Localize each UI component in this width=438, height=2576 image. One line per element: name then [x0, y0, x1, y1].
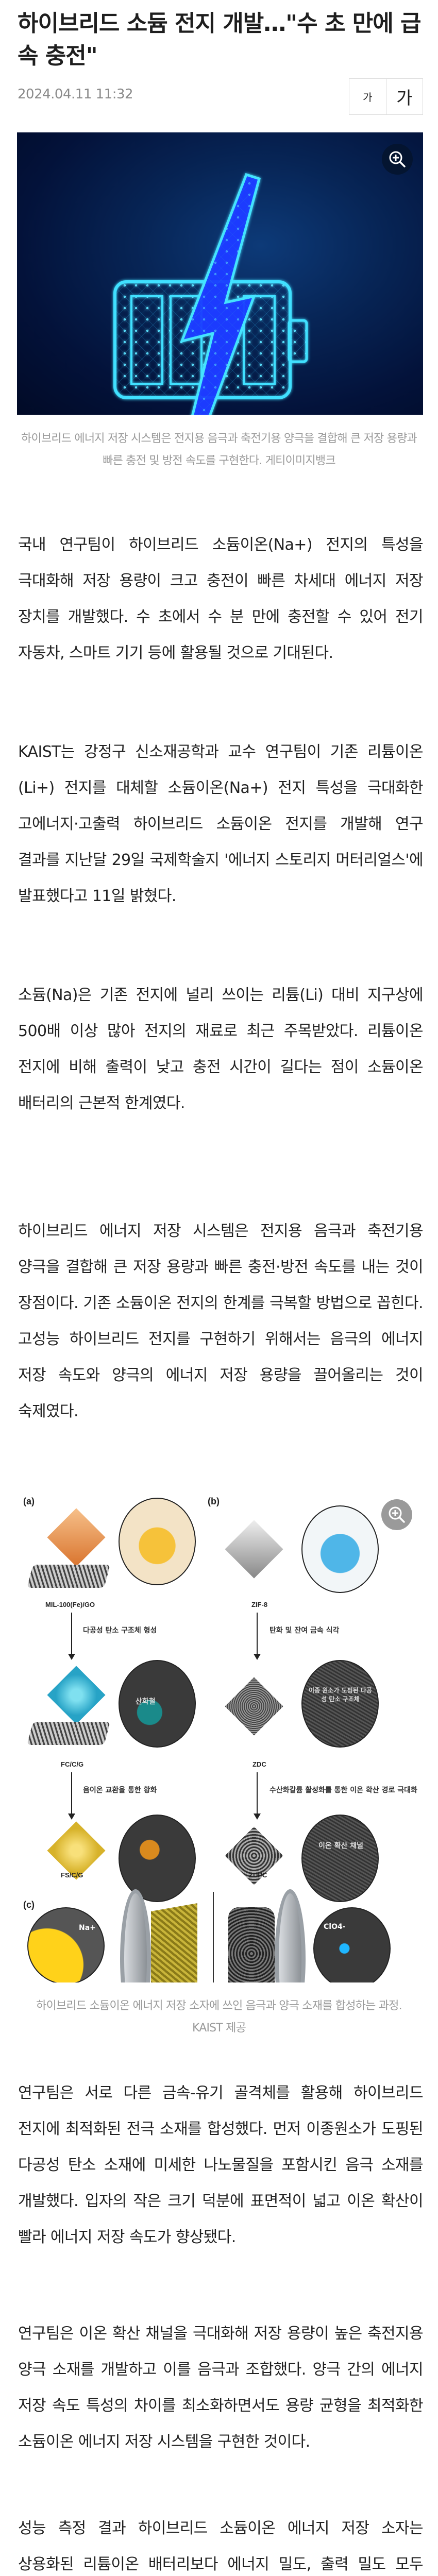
cathode-plate-icon	[275, 1889, 306, 1982]
article-paragraph: 연구팀은 서로 다른 금속-유기 골격체를 활용해 하이브리드 전지에 최적화된…	[18, 2084, 424, 2246]
battery-figure[interactable]	[17, 132, 423, 415]
magnified-structure-icon	[301, 1815, 379, 1902]
font-increase-button[interactable]: 가	[386, 79, 423, 114]
magnified-structure-icon	[119, 1815, 196, 1902]
anode-magnified-icon	[27, 1907, 105, 1982]
synthesis-diagram-figure[interactable]: (a) MIL-100(Fe)/GO 다공성 탄소 구조체 형성 산화철 FC/…	[17, 1480, 423, 1982]
ion-label: ClO4-	[324, 1923, 346, 1931]
article-paragraph: 국내 연구팀이 하이브리드 소듐이온(Na+) 전지의 특성을 극대화해 저장 …	[18, 536, 424, 662]
arrow-down-icon	[68, 1772, 75, 1820]
anode-plate-icon	[120, 1889, 151, 1982]
separator-line	[213, 1892, 214, 1982]
font-decrease-button[interactable]: 가	[349, 79, 386, 114]
panel-c-label: (c)	[23, 1900, 35, 1910]
zoom-in-icon	[389, 1506, 405, 1523]
magnified-structure-icon	[119, 1660, 196, 1748]
cathode-magnified-icon	[313, 1907, 391, 1982]
step-label: 음이온 교환을 통한 황화	[83, 1786, 157, 1794]
image-zoom-button[interactable]	[381, 1499, 412, 1530]
annotation-label: 이온 확산 채널	[318, 1842, 364, 1850]
synthesis-diagram-image[interactable]: (a) MIL-100(Fe)/GO 다공성 탄소 구조체 형성 산화철 FC/…	[17, 1480, 423, 1982]
carbon-crystal-icon	[225, 1677, 283, 1736]
annotation-label: 이종 원소가 도핑된 다공성 탄소 구조체	[309, 1687, 372, 1703]
figure-caption: 하이브리드 소듐이온 에너지 저장 소자에 쓰인 음극과 양극 소재를 합성하는…	[36, 1999, 402, 2035]
step-label: 탄화 및 잔여 금속 식각	[269, 1626, 340, 1635]
article-paragraph: 하이브리드 에너지 저장 시스템은 전지용 음극과 축전기용 양극을 결합해 큰…	[18, 1222, 424, 1420]
material-label: ZDPC	[249, 1871, 267, 1879]
image-zoom-button[interactable]	[382, 144, 413, 175]
magnified-structure-icon	[119, 1498, 196, 1585]
material-label: FC/C/G	[61, 1760, 84, 1768]
mof-crystal-icon	[47, 1508, 106, 1567]
arrow-down-icon	[254, 1613, 261, 1660]
cathode-material-icon	[228, 1907, 275, 1982]
step-label: 수산화칼륨 활성화를 통한 이온 확산 경로 극대화	[269, 1786, 417, 1794]
publish-date: 2024.04.11 11:32	[18, 87, 133, 102]
material-label: MIL-100(Fe)/GO	[45, 1601, 95, 1608]
anode-material-icon	[151, 1903, 197, 1982]
zif8-crystal-icon	[225, 1520, 283, 1579]
figure-caption: 하이브리드 에너지 저장 시스템은 전지용 음극과 축전기용 양극을 결합해 큰…	[21, 432, 417, 467]
material-label: ZDC	[252, 1760, 266, 1768]
arrow-down-icon	[68, 1613, 75, 1660]
magnified-structure-icon	[301, 1505, 379, 1593]
article-title: 하이브리드 소듐 전지 개발…"수 초 만에 급속 충전"	[18, 10, 422, 69]
battery-lightning-icon	[113, 173, 308, 415]
article-paragraph: 소듐(Na)은 기존 전지에 널리 쓰이는 리튬(Li) 대비 지구상에 500…	[18, 986, 424, 1112]
material-label: FS/C/G	[61, 1871, 83, 1879]
font-size-controls: 가 가	[349, 78, 423, 115]
battery-illustration-image[interactable]	[17, 132, 423, 415]
graphene-sheet-icon	[26, 1565, 111, 1588]
annotation-label: 산화철	[136, 1698, 156, 1706]
carbon-crystal-icon	[47, 1666, 106, 1724]
article-paragraph: 성능 측정 결과 하이브리드 소듐이온 에너지 저장 소자는 상용화된 리튬이온…	[18, 2519, 424, 2573]
material-label: ZIF-8	[251, 1601, 268, 1608]
zoom-in-icon	[389, 151, 406, 167]
arrow-down-icon	[254, 1772, 261, 1820]
step-label: 다공성 탄소 구조체 형성	[83, 1626, 157, 1635]
ion-label: Na+	[79, 1924, 96, 1932]
article-paragraph: 연구팀은 이온 확산 채널을 극대화해 저장 용량이 높은 축전지용 양극 소재…	[18, 2325, 424, 2451]
panel-b-label: (b)	[208, 1496, 220, 1506]
panel-a-label: (a)	[23, 1496, 35, 1506]
magnified-structure-icon	[301, 1660, 379, 1748]
graphene-sheet-icon	[26, 1722, 111, 1745]
article-paragraph: KAIST는 강정구 신소재공학과 교수 연구팀이 기존 리튬이온(Li+) 전…	[18, 743, 424, 905]
